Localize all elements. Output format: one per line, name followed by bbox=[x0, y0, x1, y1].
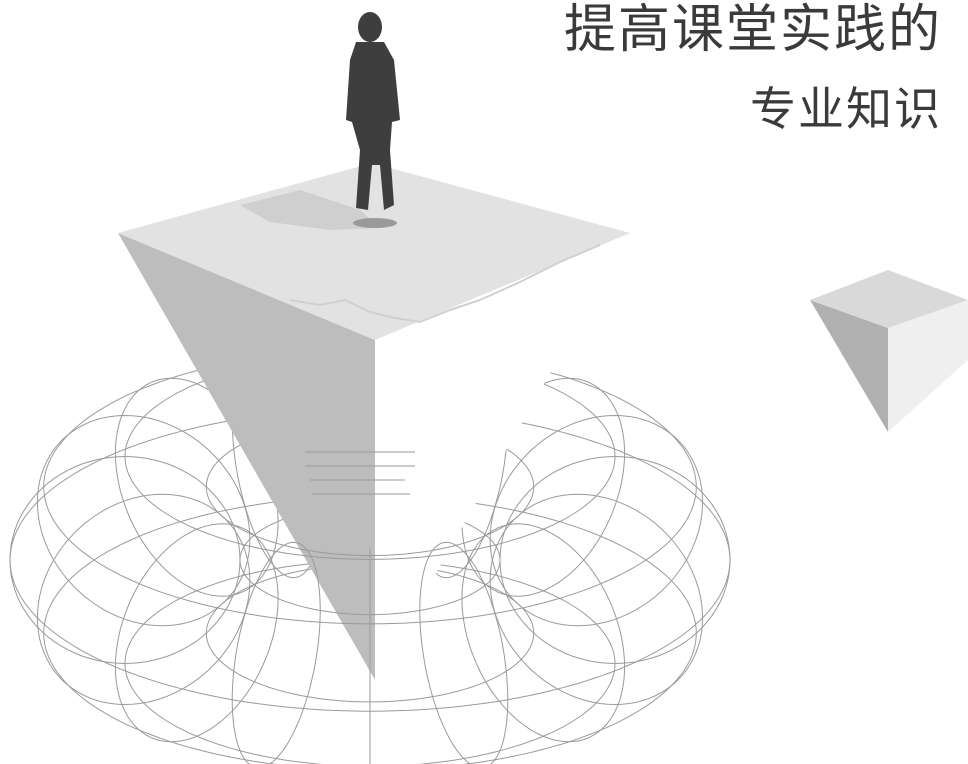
torus-meridian-line bbox=[461, 523, 626, 743]
standing-person-figure bbox=[346, 12, 400, 228]
large-block-horizontal-marks bbox=[305, 451, 415, 495]
torus-parallel-line bbox=[43, 613, 697, 764]
small-block-top-face bbox=[810, 270, 968, 328]
torus-parallel-line bbox=[528, 469, 535, 487]
torus-meridian-line bbox=[36, 414, 251, 627]
large-block-right-face bbox=[375, 233, 630, 680]
torus-meridian-line bbox=[499, 456, 731, 664]
person-head bbox=[358, 12, 382, 42]
torus-meridian-line bbox=[36, 493, 251, 706]
torus-parallel-line bbox=[727, 544, 731, 561]
small-block-right-face bbox=[888, 300, 968, 432]
torus-meridian-line bbox=[9, 456, 241, 664]
torus-parallel-line bbox=[9, 538, 731, 712]
torus-parallel-line bbox=[239, 542, 501, 616]
torus-meridian-line bbox=[114, 523, 279, 743]
torus-parallel-line bbox=[205, 613, 535, 703]
torus-parallel-line bbox=[494, 544, 501, 561]
torus-meridian-line bbox=[489, 414, 704, 627]
torus-parallel-line bbox=[124, 438, 616, 560]
large-block-left-face bbox=[118, 233, 375, 680]
torus-parallel-line bbox=[612, 442, 616, 457]
torus-parallel-line bbox=[124, 645, 616, 764]
small-inverted-pyramid-block bbox=[810, 270, 968, 432]
torus-parallel-line bbox=[694, 618, 697, 634]
torus-parallel-line bbox=[694, 472, 697, 487]
person-shadow bbox=[353, 218, 397, 228]
large-block-top-jagged-edge bbox=[289, 244, 601, 324]
torus-parallel-line bbox=[612, 649, 616, 664]
person-body bbox=[346, 42, 400, 210]
torus-parallel-line bbox=[528, 616, 535, 634]
title-line-1: 提高课堂实践的 bbox=[563, 0, 942, 60]
large-inverted-pyramid-block bbox=[118, 163, 630, 680]
large-block-top-shadow bbox=[240, 190, 380, 230]
torus-parallel-line bbox=[205, 467, 535, 557]
torus-meridian-line bbox=[489, 493, 704, 706]
wireframe-torus-front bbox=[9, 438, 731, 764]
small-block-left-face bbox=[810, 300, 888, 432]
torus-parallel-line bbox=[43, 467, 697, 625]
title-line-2: 专业知识 bbox=[750, 82, 942, 136]
